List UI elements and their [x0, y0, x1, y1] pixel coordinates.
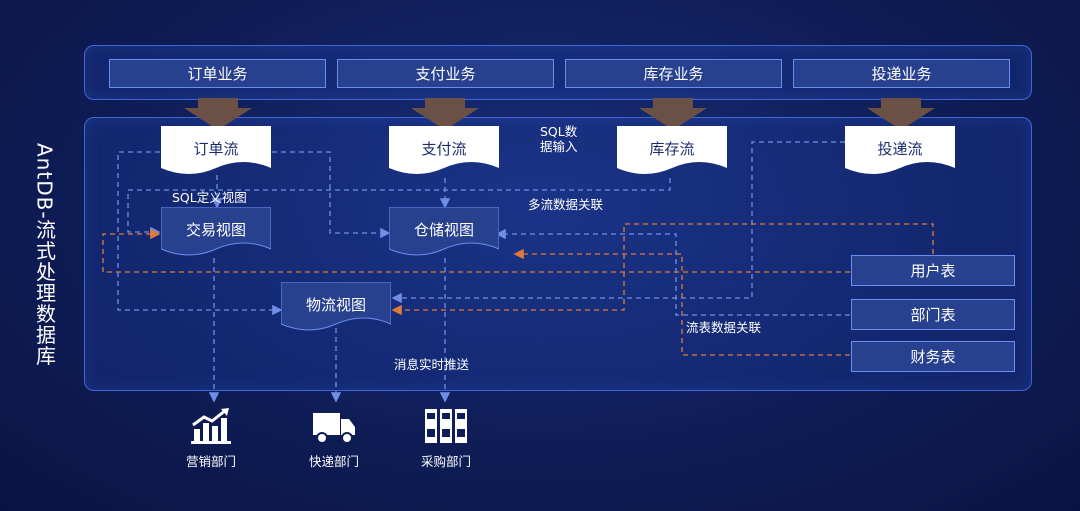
- flow-finance-to-warehouse: [513, 248, 850, 356]
- brown-arrow-payment: [411, 98, 479, 130]
- label-sql-input: SQL数据输入: [540, 124, 578, 154]
- brown-arrow-delivery: [867, 98, 935, 130]
- flow-order-to-warehouse: [272, 151, 391, 239]
- dept-marketing: 营销部门: [166, 407, 256, 470]
- binders-icon: [425, 409, 467, 443]
- view-trade: 交易视图: [161, 207, 271, 259]
- bar-chart-up-icon: [191, 408, 231, 444]
- db-title: AntDB-流式处理数据库: [32, 143, 57, 367]
- label-push: 消息实时推送: [394, 357, 470, 372]
- dept-purchase: 采购部门: [401, 407, 491, 470]
- brown-arrow-inventory: [639, 98, 707, 130]
- business-to-stream-arrows: [184, 98, 935, 130]
- label-stream-table: 流表数据关联: [686, 320, 762, 335]
- label-sql-view: SQL定义视图: [172, 190, 247, 205]
- flow-order-to-logistics: [117, 151, 283, 316]
- table-finance: 财务表: [851, 341, 1015, 372]
- stream-payment: 支付流: [389, 126, 499, 178]
- stream-delivery: 投递流: [845, 126, 955, 178]
- flow-user-to-warehouse: [391, 223, 934, 316]
- business-payment: 支付业务: [337, 59, 554, 88]
- flow-inventory-join: [127, 178, 671, 238]
- view-warehouse: 仓储视图: [389, 207, 499, 259]
- business-order: 订单业务: [109, 59, 326, 88]
- table-dept: 部门表: [851, 299, 1015, 330]
- flow-user-to-trade: [102, 228, 850, 273]
- dept-express: 快递部门: [289, 407, 379, 470]
- business-inventory: 库存业务: [565, 59, 782, 88]
- stream-inventory: 库存流: [617, 126, 727, 178]
- table-user: 用户表: [851, 255, 1015, 286]
- stream-order: 订单流: [161, 126, 271, 178]
- business-delivery: 投递业务: [793, 59, 1010, 88]
- view-logistics: 物流视图: [281, 282, 391, 334]
- label-multi-stream: 多流数据关联: [528, 197, 604, 212]
- flow-dept-to-warehouse: [495, 228, 850, 316]
- truck-icon: [313, 413, 355, 444]
- brown-arrow-order: [184, 98, 252, 130]
- flow-delivery-to-logistics: [391, 141, 845, 304]
